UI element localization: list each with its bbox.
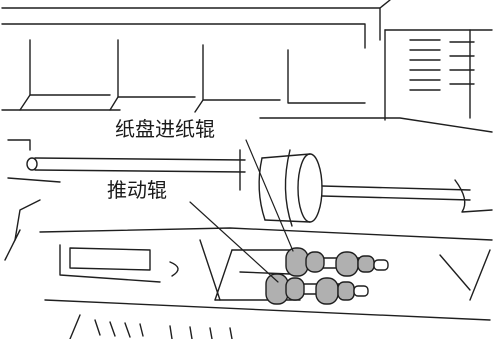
- lower-roller-assembly: [265, 273, 369, 305]
- callout-leaders: [189, 139, 294, 283]
- feed-roller-drum: [258, 149, 493, 227]
- base-plate: [4, 199, 493, 321]
- housing-outline: [1, 0, 493, 133]
- bottom-ribs: [69, 314, 233, 339]
- tray-feed-roller-label: 纸盘进纸辊: [111, 117, 219, 141]
- leader-tray-feed-roller: [245, 139, 294, 252]
- lower-roller-right: [315, 277, 339, 305]
- front-shaft: [7, 139, 246, 191]
- leader-push-roller: [189, 201, 279, 283]
- vent-slots: [409, 39, 475, 91]
- push-roller-label: 推动辊: [103, 178, 171, 202]
- upper-roller-assembly: [285, 247, 389, 277]
- paper-guide-panels: [19, 39, 366, 113]
- upper-roller-left: [285, 247, 309, 277]
- upper-roller-right: [335, 251, 359, 277]
- lower-roller-left: [265, 273, 289, 305]
